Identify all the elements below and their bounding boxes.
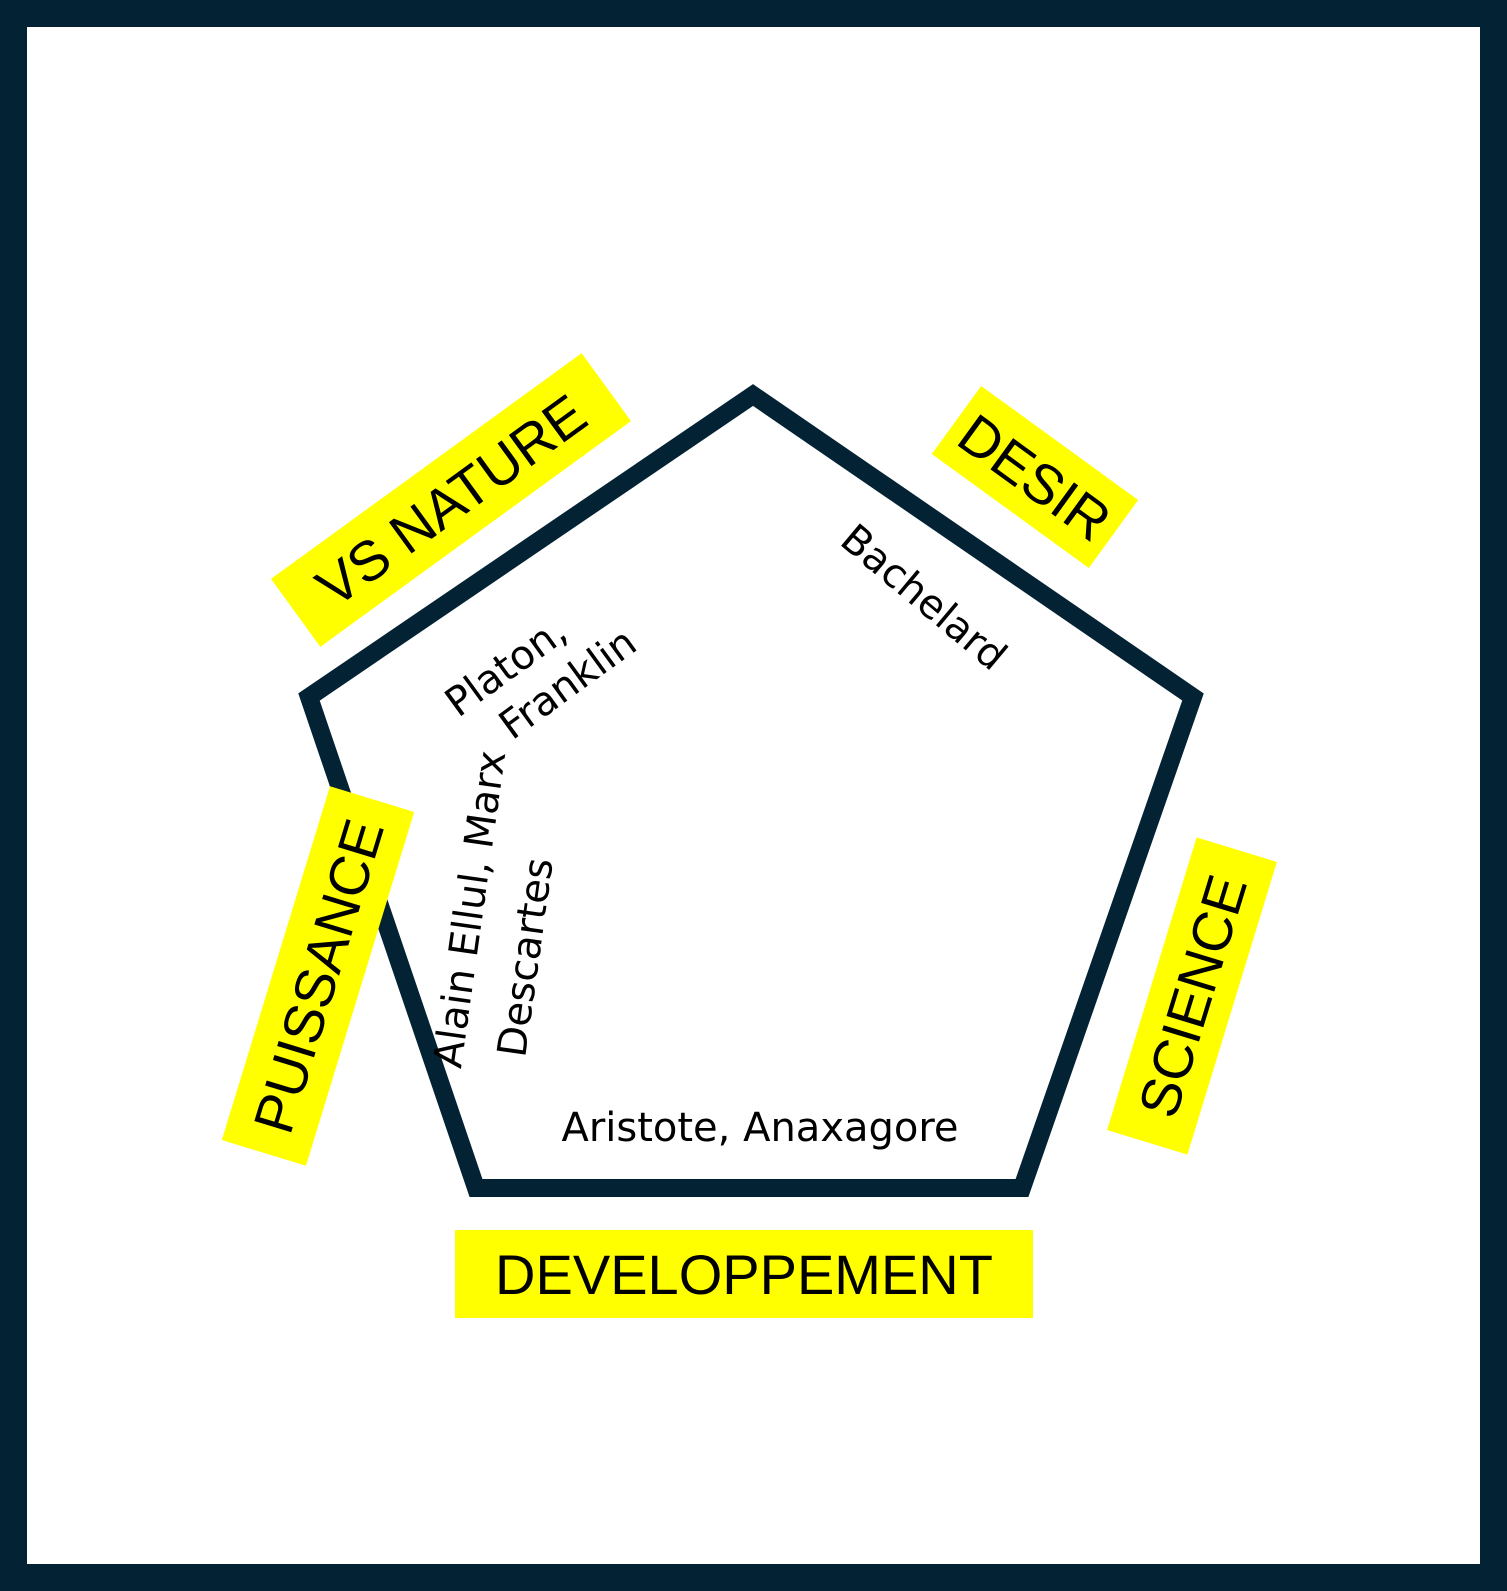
label-puissance: PUISSANCE xyxy=(221,786,415,1166)
science-text: SCIENCE xyxy=(1126,868,1259,1124)
author-bachelard: Bachelard xyxy=(832,516,1015,680)
vs-nature-text: VS NATURE xyxy=(305,382,598,619)
developpement-highlight xyxy=(455,1230,1033,1318)
pentagon-outline xyxy=(298,384,1204,1197)
authors-vs-nature: Platon, Franklin xyxy=(437,608,645,749)
label-developpement: DEVELOPPEMENT xyxy=(455,1230,1033,1318)
science-highlight xyxy=(1107,837,1277,1155)
desir-highlight xyxy=(931,386,1139,568)
puissance-highlight xyxy=(221,786,415,1166)
author-descartes: Descartes xyxy=(489,855,562,1060)
author-aristote-anaxagore: Aristote, Anaxagore xyxy=(561,1105,958,1151)
authors-puissance: Alain Ellul, Marx Descartes xyxy=(425,748,563,1071)
authors-desir: Bachelard xyxy=(832,516,1015,680)
vs-nature-highlight xyxy=(270,353,632,647)
developpement-text: DEVELOPPEMENT xyxy=(495,1243,993,1306)
authors-developpement: Aristote, Anaxagore xyxy=(561,1105,958,1151)
